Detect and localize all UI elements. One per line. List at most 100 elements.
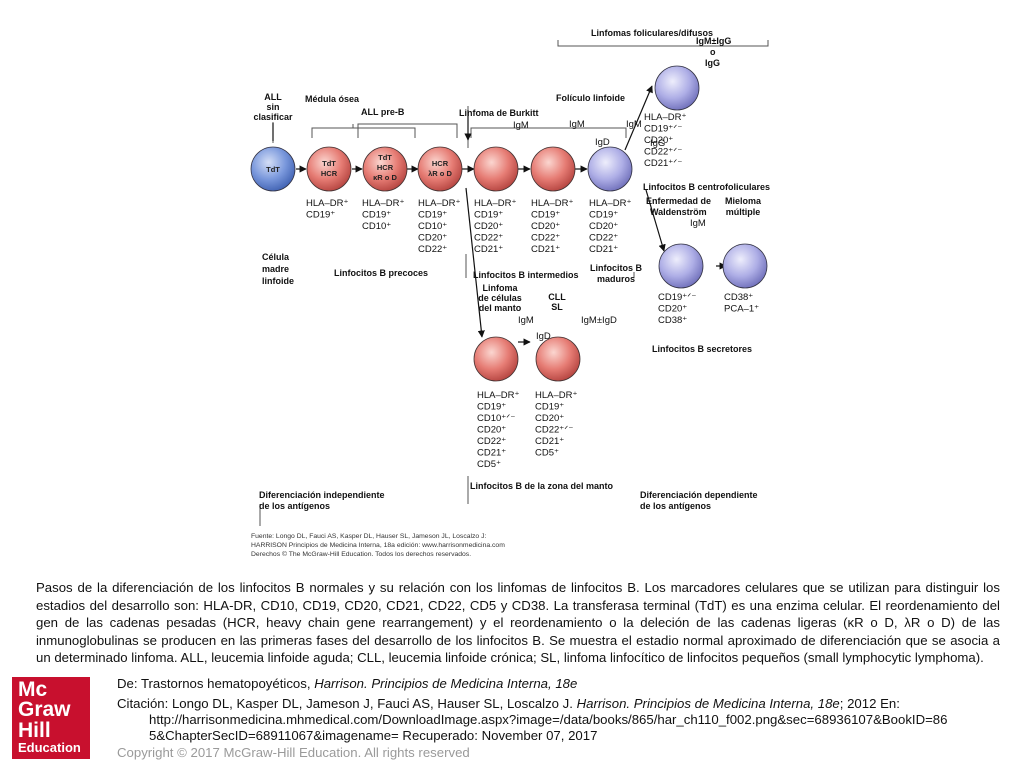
cell-marker: CD22⁺ <box>477 436 506 447</box>
all-sin-label: clasificar <box>253 112 293 122</box>
mcgraw-hill-logo: Mc Graw Hill Education <box>12 677 90 759</box>
figure-caption: Pasos de la diferenciación de los linfoc… <box>36 580 1000 666</box>
cell-marker: CD10⁺ᐟ⁻ <box>477 413 515 424</box>
zona-manto-label: Linfocitos B de la zona del manto <box>470 481 614 491</box>
celula-madre-label: madre <box>262 264 289 274</box>
early-cell-1 <box>306 146 352 192</box>
cell-label-tdt: TdT <box>266 165 280 174</box>
cll-label: CLL <box>548 292 566 302</box>
cell-marker: CD21⁺ <box>535 436 564 447</box>
foliculo-linfoide-label: Folículo linfoide <box>556 93 625 103</box>
igm-igg-label: o <box>710 47 716 57</box>
cell-marker: CD19⁺ <box>474 210 503 221</box>
cell-marker: HLA–DR⁺ <box>477 390 520 401</box>
celula-madre-label: linfoide <box>262 276 294 286</box>
citation: Citación: Longo DL, Kasper DL, Jameson J… <box>117 696 1017 744</box>
cell-marker: CD19⁺ <box>589 210 618 221</box>
early-cell-2 <box>362 146 408 192</box>
dependiente-label: Diferenciación dependiente <box>640 490 758 500</box>
cell-marker: CD19⁺ <box>418 210 447 221</box>
cell-marker: CD22⁺ᐟ⁻ <box>535 425 573 436</box>
cell-marker: CD21⁺ <box>477 448 506 459</box>
cell-marker: HLA–DR⁺ <box>535 390 578 401</box>
mieloma-label: Mieloma <box>725 196 762 206</box>
medula-osea-label: Médula ósea <box>305 94 360 104</box>
source-chapter: De: Trastornos hematopoyéticos, Harrison… <box>117 676 577 691</box>
figure-source: Fuente: Longo DL, Fauci AS, Kasper DL, H… <box>251 533 486 540</box>
cell-marker: HLA–DR⁺ <box>531 198 574 209</box>
intermediate-cell <box>473 146 519 192</box>
copyright: Copyright © 2017 McGraw-Hill Education. … <box>117 745 470 760</box>
cell-marker: HLA–DR⁺ <box>589 198 632 209</box>
cell-marker: CD10⁺ <box>362 221 391 232</box>
ig-label: IgD <box>536 331 551 342</box>
differentiation-diagram: TdT TdT HCR TdT HCR κR o D HCR λR o D Li… <box>248 28 773 558</box>
logo-text: Mc <box>18 678 48 701</box>
cell-marker: CD22⁺ <box>531 233 560 244</box>
cell-label: TdT <box>378 153 392 162</box>
cell-marker: CD19⁺ᐟ⁻ <box>644 124 682 135</box>
citation-url[interactable]: http://harrisonmedicina.mhmedical.com/Do… <box>149 712 948 727</box>
cell-marker: HLA–DR⁺ <box>418 198 461 209</box>
centrofoliculares-label: Linfocitos B centrofoliculares <box>643 182 770 192</box>
cell-marker: CD5⁺ <box>535 448 559 459</box>
logo-text: Hill <box>18 719 51 742</box>
from-prefix: De: Trastornos hematopoyéticos, <box>117 676 315 691</box>
cell-marker: CD21⁺ᐟ⁻ <box>644 158 682 169</box>
ig-label: IgM <box>569 119 585 130</box>
cell-marker: CD22⁺ <box>474 233 503 244</box>
cell-marker: HLA–DR⁺ <box>306 198 349 209</box>
cell-marker: CD21⁺ <box>474 244 503 255</box>
burkitt-label: Linfoma de Burkitt <box>459 108 539 118</box>
marker-groups: HLA–DR⁺CD19⁺HLA–DR⁺CD19⁺CD10⁺HLA–DR⁺CD19… <box>306 112 759 470</box>
waldenstrom-label: Enfermedad de <box>646 196 711 206</box>
cell-marker: CD38⁺ <box>724 292 753 303</box>
cell-marker: CD20⁺ <box>644 135 673 146</box>
cell-label: λR o D <box>428 169 452 178</box>
cell-marker: CD21⁺ <box>531 244 560 255</box>
cell-marker: CD22⁺ᐟ⁻ <box>644 147 682 158</box>
intermedios-label: Linfocitos B intermedios <box>473 270 579 280</box>
logo-text: Education <box>18 740 81 755</box>
cell-marker: CD38⁺ <box>658 315 687 326</box>
cell-marker: CD20⁺ <box>658 304 687 315</box>
cell-marker: CD21⁺ <box>589 244 618 255</box>
ig-label: IgD <box>595 137 610 148</box>
cell-label: TdT <box>322 159 336 168</box>
igm-igg-label: IgM±IgG <box>696 36 731 46</box>
manto-label: del manto <box>479 303 522 313</box>
cell-marker: CD19⁺ <box>477 402 506 413</box>
citation-title: Harrison. Principios de Medicina Interna… <box>576 696 840 711</box>
independiente-label: de los antígenos <box>259 501 330 511</box>
manto-label: de células <box>478 293 522 303</box>
cell-marker: CD19⁺ <box>362 210 391 221</box>
stem-cell <box>250 146 296 192</box>
all-preb-label: ALL pre-B <box>361 107 405 117</box>
mieloma-label: múltiple <box>726 207 761 217</box>
early-cell-3 <box>417 146 463 192</box>
cell-label: HCR <box>432 159 449 168</box>
cell-marker: CD19⁺ <box>306 210 335 221</box>
mature-cell-1 <box>530 146 576 192</box>
cell-marker: CD20⁺ <box>474 221 503 232</box>
ig-label: IgM <box>513 120 529 131</box>
igg-cell <box>654 65 700 111</box>
secretores-label: Linfocitos B secretores <box>652 344 752 354</box>
cell-marker: CD22⁺ <box>589 233 618 244</box>
ig-label: IgM <box>690 218 706 229</box>
all-sin-label: sin <box>266 102 279 112</box>
sl-label: SL <box>551 302 563 312</box>
manto-label: Linfoma <box>483 283 519 293</box>
maduros-label: Linfocitos B <box>590 263 642 273</box>
cell-marker: HLA–DR⁺ <box>474 198 517 209</box>
citation-url: 5&ChapterSecID=68911067&imagename= Recup… <box>149 728 598 743</box>
all-sin-label: ALL <box>264 92 282 102</box>
linfomas-foliculares-label: Linfomas foliculares/difusos <box>591 28 713 38</box>
cell-marker: CD22⁺ <box>418 244 447 255</box>
secretory-cell-2 <box>722 243 768 289</box>
ig-label: IgM <box>626 119 642 130</box>
ig-label: IgG <box>650 138 665 149</box>
citation-rest: ; 2012 En: <box>839 696 900 711</box>
citation-prefix: Citación: Longo DL, Kasper DL, Jameson J… <box>117 696 577 711</box>
cell-marker: CD5⁺ <box>477 459 501 470</box>
